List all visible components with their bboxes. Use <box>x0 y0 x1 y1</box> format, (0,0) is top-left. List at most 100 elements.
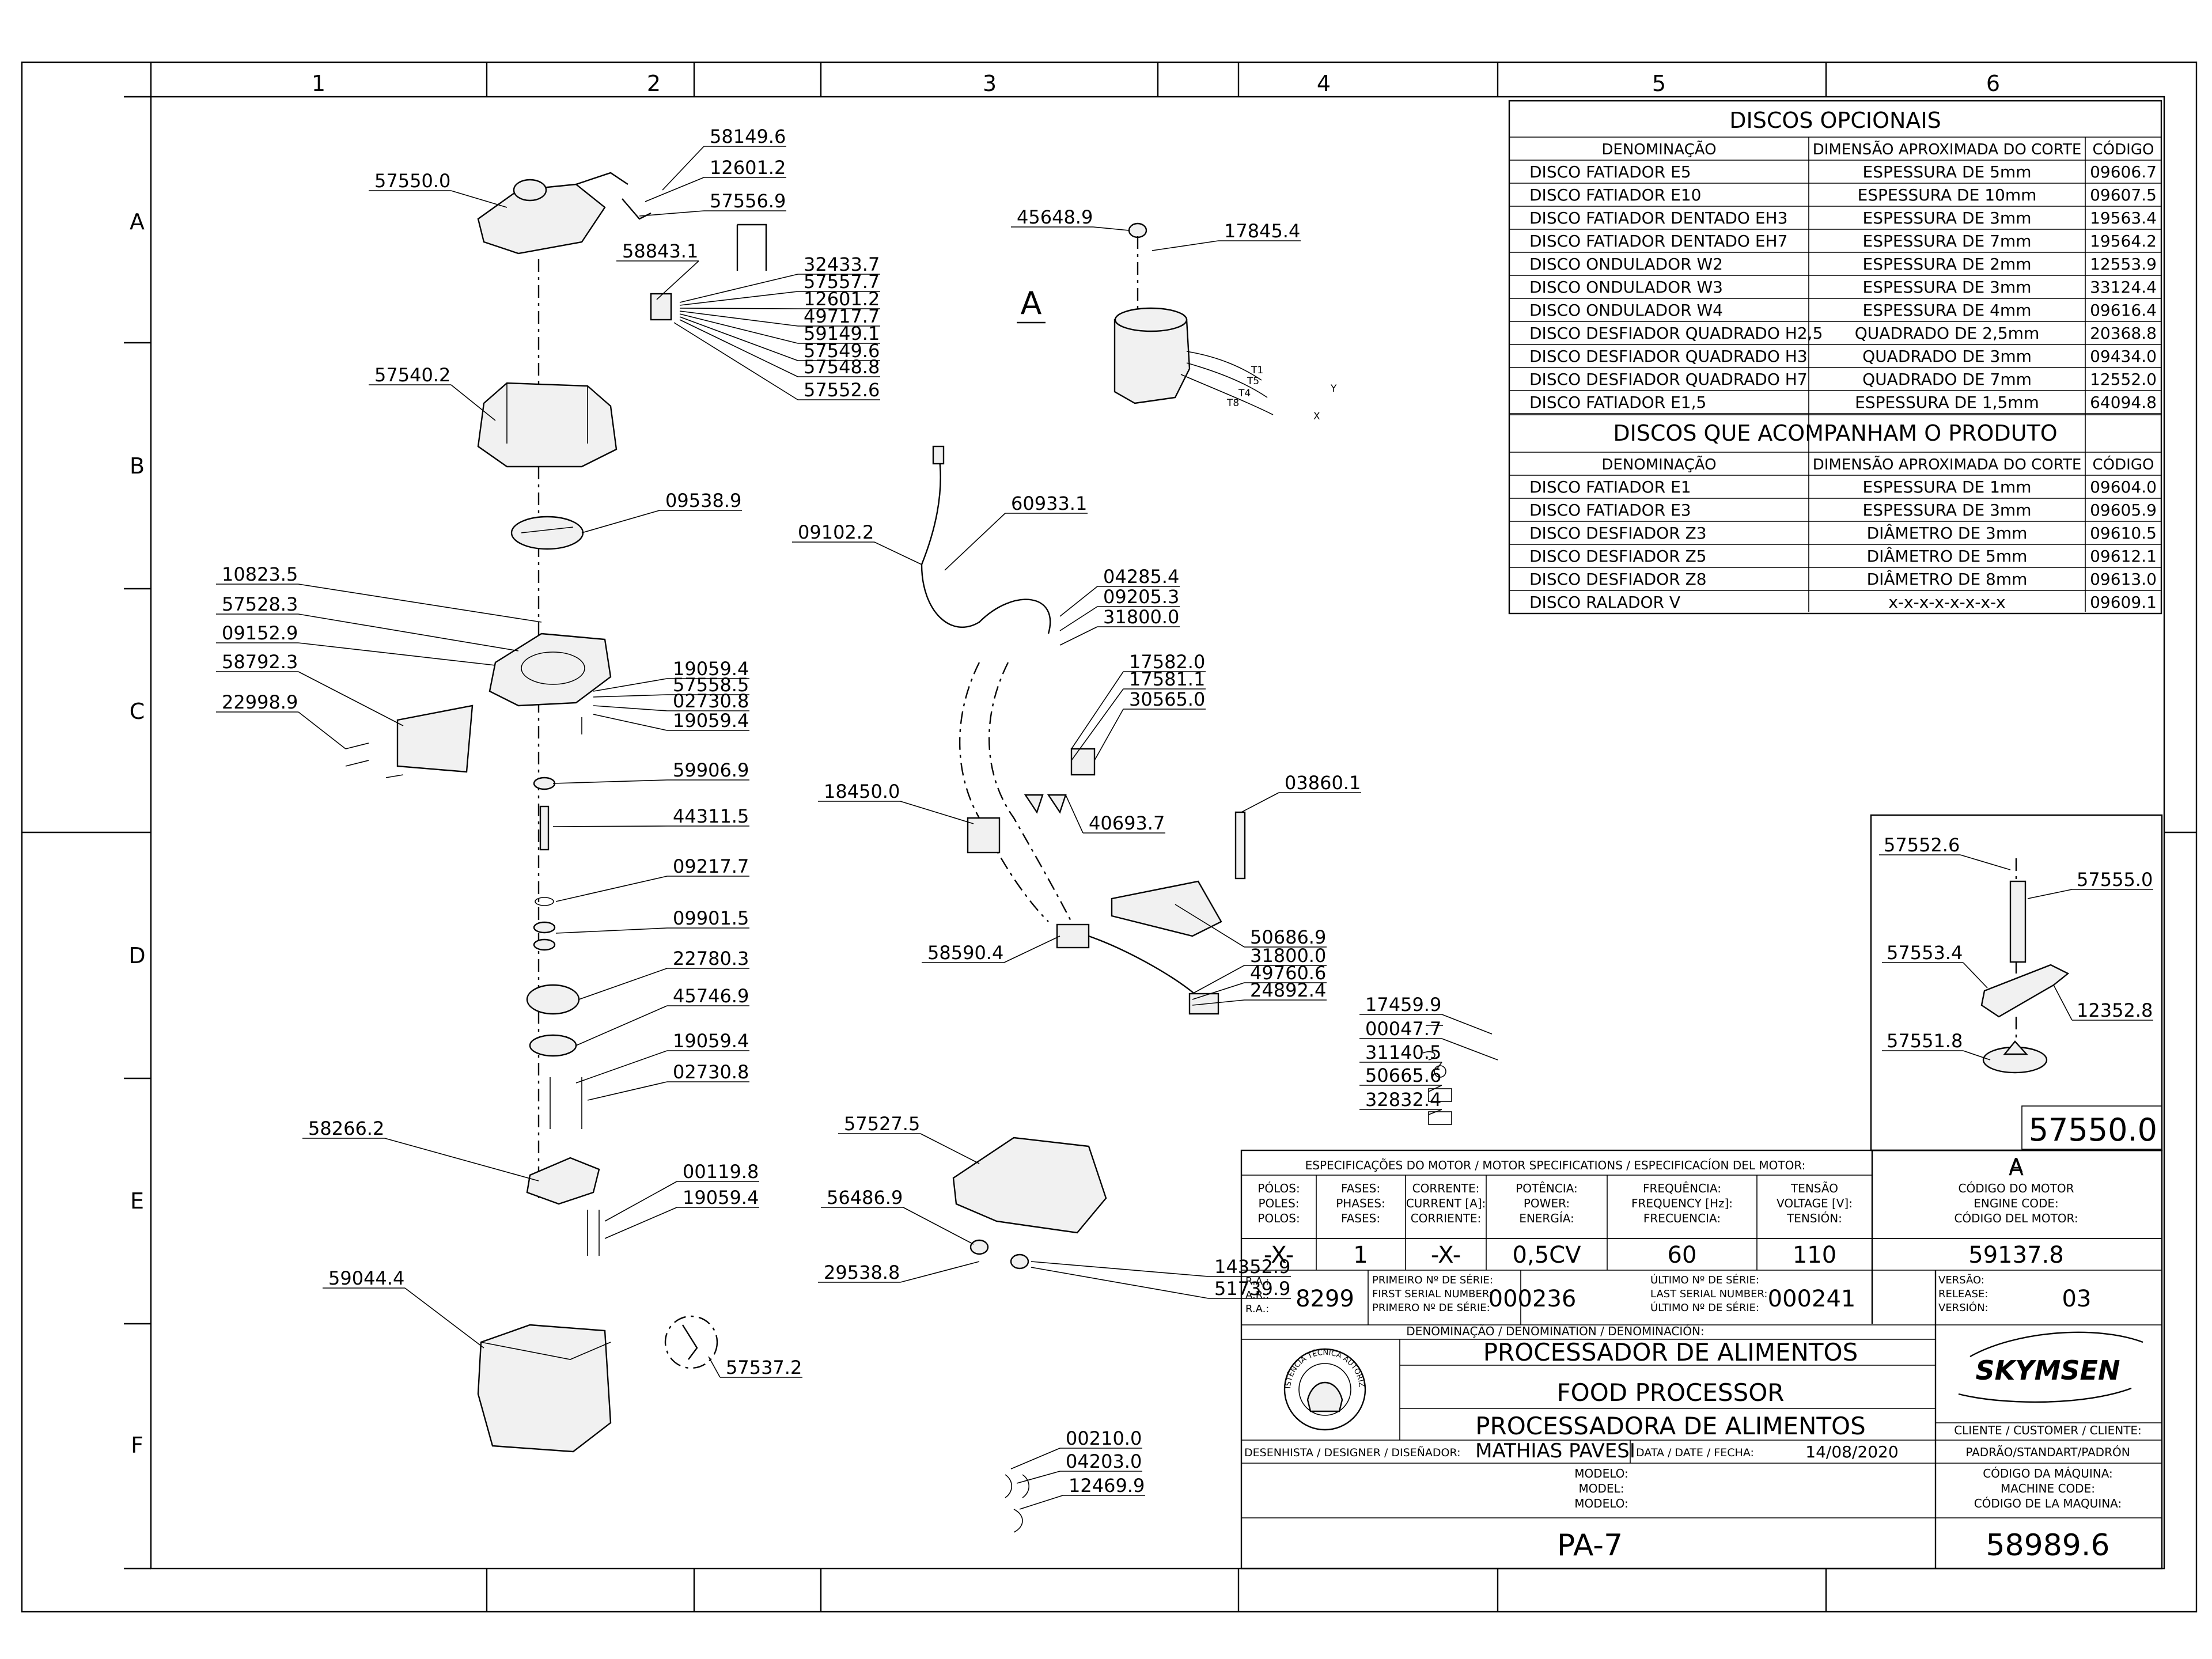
disc-name-cell: DISCO ONDULADOR W3 <box>1529 278 1723 297</box>
disc-dimension-cell: ESPESSURA DE 1,5mm <box>1855 393 2039 412</box>
disc-name-cell: DISCO FATIADOR E1,5 <box>1529 393 1706 412</box>
plate-part <box>1111 880 1222 937</box>
spec-field-label: TENSIÓN: <box>1786 1211 1842 1225</box>
part-number-label: 09538.9 <box>665 490 741 512</box>
part-number-label: 58590.4 <box>927 942 1003 964</box>
denomination-header: DENOMINAÇÃO / DENOMINATION / DENOMINACIÓ… <box>1406 1324 1704 1338</box>
row-label: B <box>130 453 145 479</box>
detail-part-label: 57552.6 <box>1884 834 1960 856</box>
part-number-label: 57540.2 <box>374 364 450 386</box>
detail-assembly-code: 57550.0 <box>2029 1112 2157 1148</box>
part-number-label: 09152.9 <box>222 622 298 644</box>
row-label: E <box>130 1188 144 1214</box>
disc-dimension-cell: ESPESSURA DE 3mm <box>1863 278 2032 297</box>
part-number-label: 22998.9 <box>222 691 298 713</box>
center-assembly: A T1 T5 T4 T8 Y X <box>921 222 1452 1533</box>
disc-name-cell: DISCO DESFIADOR QUADRADO H7 <box>1529 370 1808 389</box>
disc-code-cell: 09607.5 <box>2090 185 2157 204</box>
table-header: DENOMINAÇÃO <box>1601 140 1716 158</box>
spec-field-label: CURRENT [A]: <box>1406 1196 1486 1210</box>
disc-dimension-cell: ESPESSURA DE 3mm <box>1863 501 2032 520</box>
table-header: DIMENSÃO APROXIMADA DO CORTE <box>1813 455 2082 474</box>
disc-dimension-cell: DIÂMETRO DE 8mm <box>1867 569 2028 589</box>
part-number-label: 57557.7 <box>804 271 880 293</box>
part-number-label: 45746.9 <box>673 985 749 1007</box>
spec-field-label: POTÊNCIA: <box>1516 1181 1578 1195</box>
ra-label: R.A.: <box>1245 1275 1269 1287</box>
disc-dimension-cell: ESPESSURA DE 1mm <box>1863 478 2032 497</box>
frequency-value: 60 <box>1668 1242 1697 1268</box>
table-header: CÓDIGO <box>2093 455 2154 474</box>
spec-field-label: FRECUENCIA: <box>1643 1211 1721 1225</box>
disc-dimension-cell: QUADRADO DE 3mm <box>1862 347 2032 366</box>
part-number-label: 50686.9 <box>1250 926 1326 948</box>
spec-field-label: FASES: <box>1341 1181 1380 1195</box>
included-discs-title: DISCOS QUE ACOMPANHAM O PRODUTO <box>1613 421 2057 446</box>
last-serial-value: 000241 <box>1768 1286 1856 1312</box>
part-number-label: 44311.5 <box>673 805 749 827</box>
wire-tag: T4 <box>1238 388 1251 399</box>
row-label: D <box>128 943 145 968</box>
part-number-label: 58149.6 <box>710 126 786 147</box>
first-serial-label: PRIMEIRO Nº DE SÉRIE: <box>1372 1274 1493 1286</box>
title-block: ESPECIFICAÇÕES DO MOTOR / MOTOR SPECIFIC… <box>0 0 2163 1570</box>
disc-code-cell: 09606.7 <box>2090 162 2157 181</box>
part-number-label: 31800.0 <box>1250 945 1326 967</box>
base-housing-part <box>477 1324 612 1453</box>
part-number-label: 29538.8 <box>824 1262 900 1283</box>
disc-dimension-cell: DIÂMETRO DE 5mm <box>1867 546 2028 566</box>
belt-part <box>529 1034 577 1057</box>
part-number-label: 19059.4 <box>673 658 749 680</box>
part-number-label: 19059.4 <box>673 1030 749 1052</box>
part-number-label: 03860.1 <box>1285 772 1361 794</box>
disc-dimension-cell: QUADRADO DE 7mm <box>1862 370 2032 389</box>
part-number-label: 32832.4 <box>1365 1089 1441 1111</box>
column-label: 4 <box>1317 71 1331 96</box>
disc-dimension-cell: ESPESSURA DE 4mm <box>1863 301 2032 320</box>
wire-tags: T1 T5 T4 T8 Y X <box>1226 365 1337 422</box>
last-serial-label: ÚLTIMO Nº DE SÉRIE: <box>1650 1301 1759 1314</box>
spec-field-label: FASES: <box>1341 1211 1380 1225</box>
disc-name-cell: DISCO DESFIADOR Z5 <box>1529 547 1707 566</box>
wire-tag: X <box>1313 411 1320 422</box>
spec-field-label: CORRIENTE: <box>1411 1211 1482 1225</box>
part-number-label: 02730.8 <box>673 690 749 712</box>
part-number-label: 00119.8 <box>683 1161 759 1183</box>
disc-name-cell: DISCO DESFIADOR QUADRADO H3 <box>1529 347 1808 366</box>
detail-circle <box>664 1315 718 1369</box>
table-header: DIMENSÃO APROXIMADA DO CORTE <box>1813 140 2082 158</box>
spec-field-label: CORRENTE: <box>1412 1181 1480 1195</box>
part-number-label: 45648.9 <box>1017 206 1093 228</box>
part-number-label: 30565.0 <box>1129 688 1205 710</box>
machine-code-label: CÓDIGO DA MÁQUINA: <box>1983 1467 2113 1480</box>
column-label: 5 <box>1652 71 1666 96</box>
disc-name-cell: DISCO FATIADOR E10 <box>1529 185 1701 204</box>
part-number-label: 12469.9 <box>1069 1475 1145 1497</box>
disc-name-cell: DISCO RALADOR V <box>1529 593 1680 612</box>
ra-label: R.A.: <box>1245 1303 1269 1315</box>
phases-value: 1 <box>1353 1242 1368 1268</box>
product-name-pt: PROCESSADOR DE ALIMENTOS <box>1483 1338 1858 1366</box>
wire-tag: T8 <box>1226 397 1239 409</box>
outer-frame <box>21 61 2198 1613</box>
spec-field-label: POWER: <box>1524 1196 1570 1210</box>
part-number-label: 59149.1 <box>804 323 880 344</box>
disc-name-cell: DISCO DESFIADOR QUADRADO H2,5 <box>1529 324 1823 343</box>
part-number-label: 57550.0 <box>374 170 450 192</box>
model-label: MODEL: <box>1579 1482 1624 1495</box>
disc-code-cell: 09616.4 <box>2090 301 2157 320</box>
disc-name-cell: DISCO FATIADOR DENTADO EH7 <box>1529 232 1787 251</box>
disc-dimension-cell: DIÂMETRO DE 3mm <box>1867 523 2028 543</box>
disc-code-cell: 20368.8 <box>2090 324 2157 343</box>
part-number-label: 40693.7 <box>1089 812 1165 834</box>
brand-name: SKYMSEN <box>1976 1355 2120 1386</box>
spec-field-label: VOLTAGE [V]: <box>1777 1196 1853 1210</box>
column-labels: 1 2 3 4 5 6 <box>312 71 2000 96</box>
last-serial-label: ÚLTIMO Nº DE SÉRIE: <box>1650 1274 1759 1286</box>
left-assembly <box>345 172 767 1453</box>
part-number-label: 00210.0 <box>1066 1427 1142 1449</box>
part-number-label: 58843.1 <box>622 240 698 262</box>
part-number-label: 04203.0 <box>1066 1450 1142 1472</box>
cover-part <box>477 382 618 468</box>
disc-dimension-cell: ESPESSURA DE 5mm <box>1863 162 2032 181</box>
